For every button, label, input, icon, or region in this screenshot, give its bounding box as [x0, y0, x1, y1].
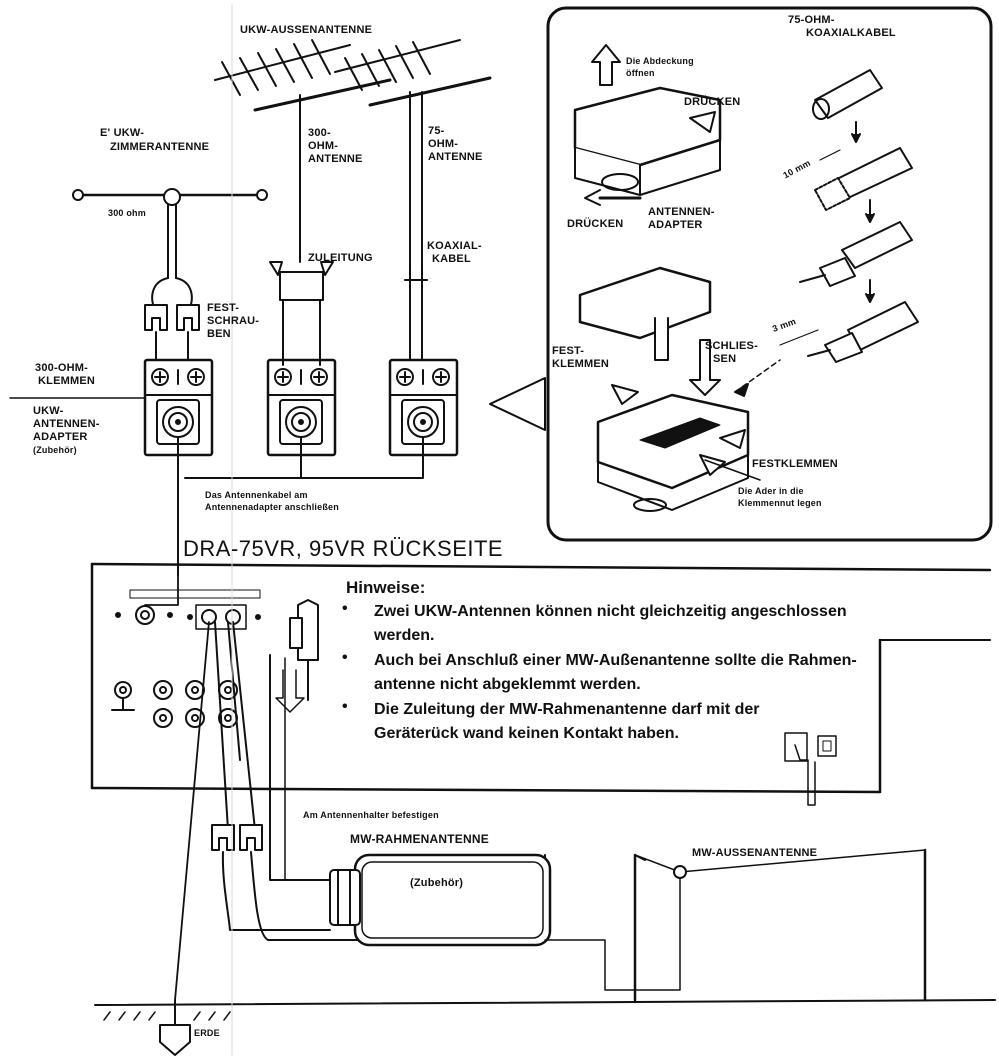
- druecken-top-label: DRÜCKEN: [684, 96, 741, 108]
- mw-outdoor-antenna: [544, 848, 927, 1002]
- notes-heading: Hinweise:: [346, 578, 426, 597]
- adapter-label-4: (Zubehör): [33, 445, 77, 455]
- note1-line1: Zwei UKW-Antennen können nicht gleichzei…: [374, 603, 847, 620]
- ohm300-antenne-label-1: 300-: [308, 127, 331, 139]
- rahmenantenne-zubehoer-label: (Zubehör): [410, 877, 464, 889]
- koaxialkabel-label-1: KOAXIAL-: [427, 240, 482, 252]
- adapter-output-cables: [177, 436, 424, 576]
- note2-line2: antenne nicht abgeklemmt werden.: [374, 676, 641, 693]
- festklemmen-label: FESTKLEMMEN: [752, 458, 838, 470]
- festschrauben-label-1: FEST-: [207, 302, 240, 314]
- fest-klemmen-label-2: KLEMMEN: [552, 358, 610, 370]
- adapter-label-2: ANTENNEN-: [33, 418, 100, 430]
- note3-line1: Die Zuleitung der MW-Rahmenantenne darf …: [374, 701, 760, 718]
- antennenkabel-label-2: Antennenadapter anschließen: [205, 502, 339, 512]
- antennenkabel-label-1: Das Antennenkabel am: [205, 490, 308, 500]
- koax-label-1: 75-OHM-: [788, 14, 835, 26]
- schliessen-label-2: SEN: [713, 353, 737, 365]
- abdeckung-label-2: öffnen: [626, 68, 655, 78]
- zuleitung-label: ZULEITUNG: [308, 252, 373, 264]
- ukw-outdoor-antenna-300: [214, 39, 392, 263]
- schliessen-label-1: SCHLIES-: [705, 340, 758, 352]
- zimmerantenne-label-2: ZIMMERANTENNE: [110, 141, 210, 153]
- ohm300-label: 300 ohm: [108, 208, 146, 218]
- festschrauben-label-3: BEN: [207, 328, 231, 340]
- coax-preparation-steps: [779, 69, 919, 363]
- ukw-aussenantenne-label: UKW-AUSSENANTENNE: [240, 24, 373, 36]
- koax-label-2: KOAXIALKABEL: [806, 27, 896, 39]
- note2-line1: Auch bei Anschluß einer MW-Außenantenne …: [374, 652, 857, 669]
- mw-cables: [144, 574, 546, 1031]
- koaxialkabel-label-2: KABEL: [432, 253, 471, 265]
- ohm300-antenne-label-3: ANTENNE: [308, 153, 363, 165]
- ohm300-antenne-label-2: OHM-: [308, 140, 339, 152]
- rahmenantenne-label: MW-RAHMENANTENNE: [350, 832, 489, 846]
- erde-label: ERDE: [194, 1028, 220, 1038]
- adapter-label-1: UKW-: [33, 405, 64, 417]
- fest-klemmen-label-1: FEST-: [552, 345, 585, 357]
- halter-label: Am Antennenhalter befestigen: [303, 810, 439, 820]
- ader-label-1: Die Ader in die: [738, 486, 804, 496]
- ohm75-antenne-label-2: OHM-: [428, 138, 459, 150]
- mw-loop-antenna: [284, 657, 552, 947]
- receiver-rear-panel: [90, 562, 992, 806]
- druecken-bottom-label: DRÜCKEN: [567, 218, 624, 230]
- klemmen300-label-2: KLEMMEN: [38, 375, 96, 387]
- festschrauben-label-2: SCHRAU-: [207, 315, 260, 327]
- abdeckung-label-1: Die Abdeckung: [626, 56, 694, 66]
- note1-line2: werden.: [374, 627, 435, 644]
- antennen-adapter-label-1: ANTENNEN-: [648, 206, 715, 218]
- note2-bullet: •: [342, 649, 348, 666]
- ukw-outdoor-antenna-75: [334, 39, 492, 269]
- inset-adapter-detail: [546, 6, 993, 542]
- ohm75-antenne-label-1: 75-: [428, 125, 445, 137]
- coax-cable: [404, 267, 428, 361]
- note1-bullet: •: [342, 600, 348, 617]
- antennen-adapter-label-2: ADAPTER: [648, 219, 703, 231]
- note3-line2: Geräterück wand keinen Kontakt haben.: [374, 725, 679, 742]
- adapter-label-3: ADAPTER: [33, 431, 88, 443]
- ground-symbol: [94, 999, 996, 1056]
- rear-panel-title: DRA-75VR, 95VR RÜCKSEITE: [183, 536, 504, 561]
- note3-bullet: •: [342, 698, 348, 715]
- zimmerantenne-label-1: E' UKW-: [100, 127, 145, 139]
- mw-aussenantenne-label: MW-AUSSENANTENNE: [692, 847, 818, 859]
- klemmen300-label-1: 300-OHM-: [35, 362, 88, 374]
- ribbon-feeder: [269, 261, 334, 366]
- ohm75-antenne-label-3: ANTENNE: [428, 151, 483, 163]
- ukw-indoor-t-antenna: [72, 188, 268, 361]
- ader-label-2: Klemmennut legen: [738, 498, 822, 508]
